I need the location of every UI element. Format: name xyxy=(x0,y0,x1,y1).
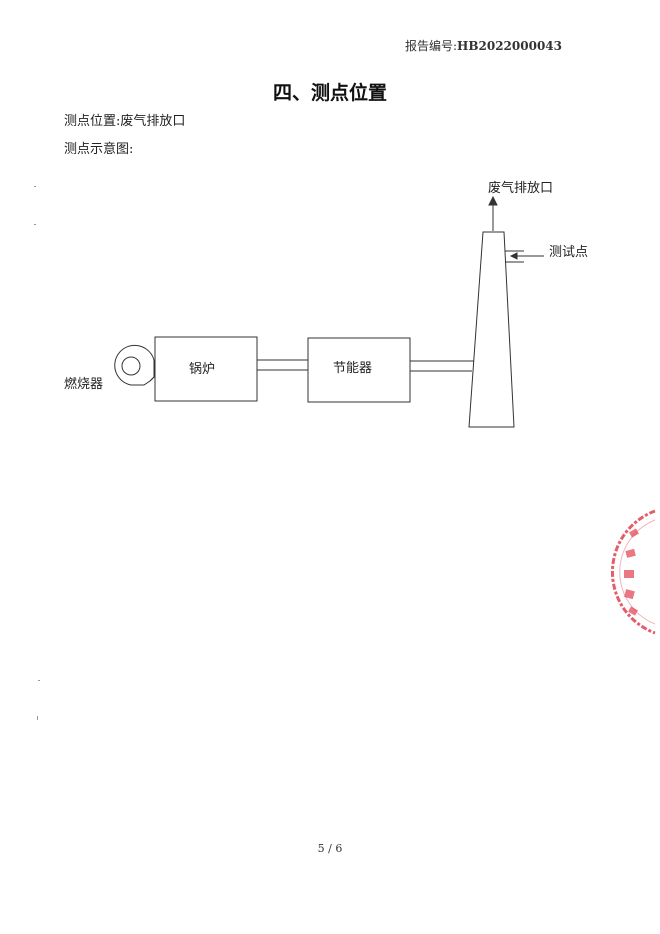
exhaust-arrow-icon xyxy=(488,195,498,231)
duct-boiler-economizer xyxy=(257,359,308,371)
measurement-location-line: 测点位置:废气排放口 xyxy=(64,114,186,129)
test-point-label: 测试点 xyxy=(549,245,588,260)
economizer-label: 节能器 xyxy=(333,361,372,376)
report-number-code: HB2022000043 xyxy=(457,39,562,53)
burner-label: 燃烧器 xyxy=(64,376,103,392)
boiler-label: 锅炉 xyxy=(189,361,215,377)
exhaust-stack xyxy=(468,231,515,428)
boiler-box xyxy=(154,336,258,402)
report-number: 报告编号:HB2022000043 xyxy=(405,37,562,54)
duct-economizer-stack xyxy=(410,360,474,372)
burner-icon xyxy=(114,344,155,386)
economizer-box xyxy=(307,337,411,403)
scan-speck xyxy=(34,186,36,187)
scan-speck xyxy=(37,716,38,720)
diagram-caption: 测点示意图: xyxy=(64,142,134,157)
page-number: 5 / 6 xyxy=(317,842,343,855)
scan-speck xyxy=(38,680,40,681)
scan-speck xyxy=(34,224,36,225)
official-seal-stamp xyxy=(610,509,656,635)
section-title: 四、测点位置 xyxy=(272,82,387,104)
exhaust-outlet-label: 废气排放口 xyxy=(488,180,553,196)
test-point-port xyxy=(505,250,544,263)
report-number-label: 报告编号: xyxy=(404,39,458,53)
